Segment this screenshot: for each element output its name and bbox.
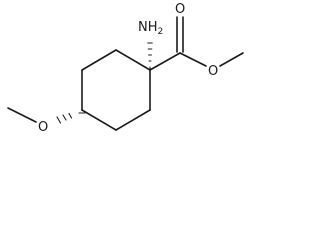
ester-oxygen-label: O	[208, 64, 218, 79]
bond-carbonyl-ester-oxygen	[179, 52, 207, 67]
hashed-wedge-methoxy	[56, 112, 86, 124]
ring-bond-c1-c2	[115, 49, 151, 71]
bond-c1-carbonyl	[149, 52, 181, 71]
methoxy-oxygen-label: O	[38, 120, 48, 135]
amine-label: NH2	[138, 20, 163, 37]
cyclohexane-ring	[81, 49, 151, 131]
chemical-structure-diagram: NH2 O O O	[7, 2, 244, 135]
ring-bond-c4-c5	[81, 109, 117, 131]
carbonyl-oxygen-label: O	[175, 2, 185, 17]
carbonyl-double-bond	[176, 16, 184, 53]
bond-ester-oxygen-methyl	[219, 52, 244, 67]
ring-bond-c2-c3	[81, 49, 117, 71]
ring-bond-c5-c6	[115, 109, 151, 131]
bond-methoxy-oxygen-methyl	[7, 107, 37, 123]
structure-canvas: NH2 O O O	[0, 0, 250, 138]
